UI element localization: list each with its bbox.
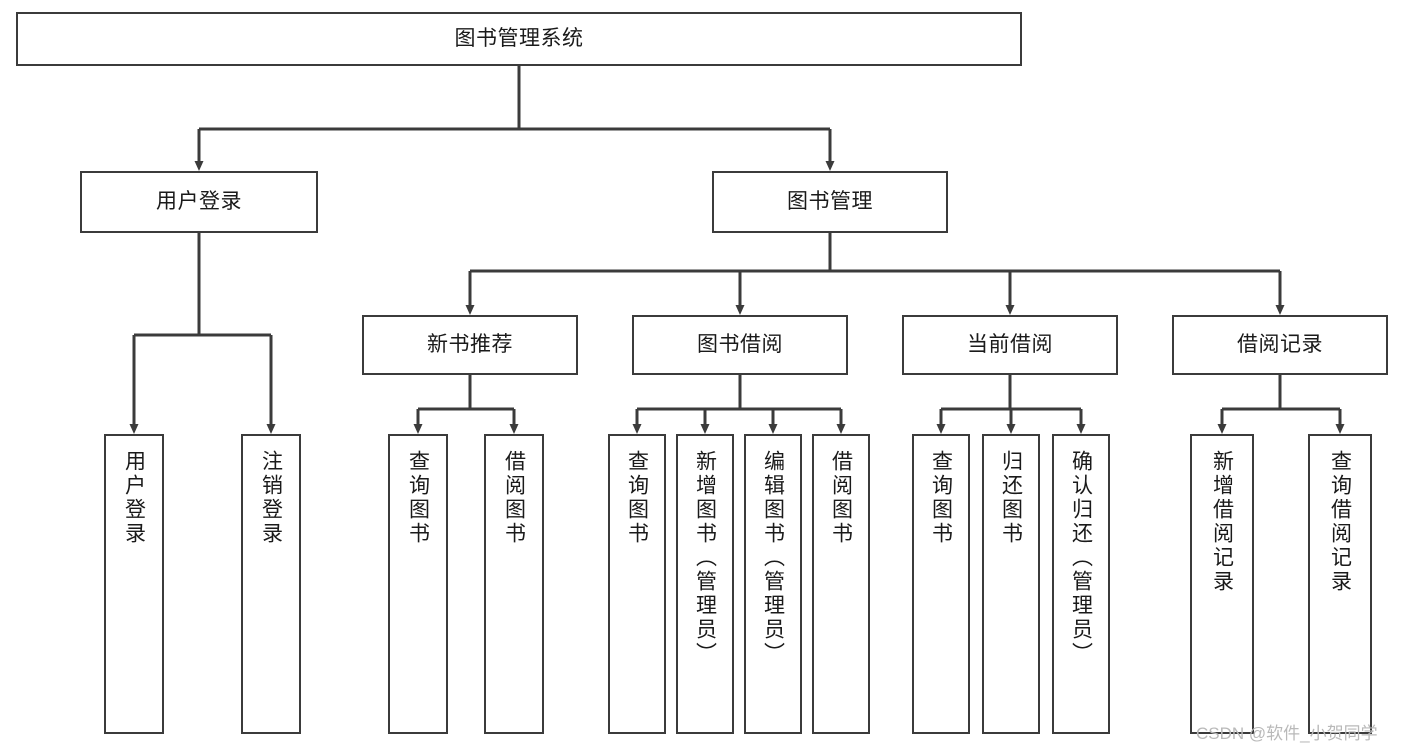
- node-leaf-query-book-current-label: 查询图书: [929, 450, 953, 546]
- node-leaf-query-book-recommend-label: 查询图书: [406, 450, 430, 546]
- node-book-management[interactable]: 图书管理: [712, 171, 948, 233]
- node-leaf-return-book-label: 归还图书: [999, 450, 1023, 546]
- node-leaf-query-book-recommend[interactable]: 查询图书: [388, 434, 448, 734]
- node-leaf-add-book-admin-label: 新增图书（管理员）: [693, 450, 717, 666]
- node-leaf-borrow-book-label: 借阅图书: [829, 450, 853, 546]
- node-leaf-add-borrow-record-label: 新增借阅记录: [1210, 450, 1234, 594]
- node-leaf-query-borrow-record[interactable]: 查询借阅记录: [1308, 434, 1372, 734]
- node-current-borrow[interactable]: 当前借阅: [902, 315, 1118, 375]
- node-leaf-user-login-label: 用户登录: [122, 450, 146, 546]
- node-leaf-query-book-borrow[interactable]: 查询图书: [608, 434, 666, 734]
- node-user-login-label: 用户登录: [156, 189, 242, 213]
- node-leaf-user-logout-label: 注销登录: [259, 450, 283, 546]
- node-book-management-label: 图书管理: [787, 189, 873, 213]
- node-user-login[interactable]: 用户登录: [80, 171, 318, 233]
- csdn-watermark: CSDN @软件_小贺同学: [1196, 724, 1378, 743]
- node-new-book-recommend[interactable]: 新书推荐: [362, 315, 578, 375]
- node-current-borrow-label: 当前借阅: [967, 332, 1053, 356]
- node-leaf-add-book-admin[interactable]: 新增图书（管理员）: [676, 434, 734, 734]
- node-root[interactable]: 图书管理系统: [16, 12, 1022, 66]
- node-leaf-confirm-return-admin-label: 确认归还（管理员）: [1069, 450, 1093, 666]
- node-book-borrow-label: 图书借阅: [697, 332, 783, 356]
- node-borrow-record[interactable]: 借阅记录: [1172, 315, 1388, 375]
- node-book-borrow[interactable]: 图书借阅: [632, 315, 848, 375]
- node-leaf-return-book[interactable]: 归还图书: [982, 434, 1040, 734]
- node-leaf-add-borrow-record[interactable]: 新增借阅记录: [1190, 434, 1254, 734]
- node-leaf-borrow-book-recommend[interactable]: 借阅图书: [484, 434, 544, 734]
- node-leaf-confirm-return-admin[interactable]: 确认归还（管理员）: [1052, 434, 1110, 734]
- node-root-label: 图书管理系统: [454, 26, 584, 50]
- node-leaf-query-book-borrow-label: 查询图书: [625, 450, 649, 546]
- node-leaf-borrow-book-recommend-label: 借阅图书: [502, 450, 526, 546]
- node-new-book-recommend-label: 新书推荐: [427, 332, 513, 356]
- node-borrow-record-label: 借阅记录: [1237, 332, 1323, 356]
- node-leaf-query-book-current[interactable]: 查询图书: [912, 434, 970, 734]
- node-leaf-user-login[interactable]: 用户登录: [104, 434, 164, 734]
- node-leaf-query-borrow-record-label: 查询借阅记录: [1328, 450, 1352, 594]
- node-leaf-edit-book-admin-label: 编辑图书（管理员）: [761, 450, 785, 666]
- node-leaf-borrow-book[interactable]: 借阅图书: [812, 434, 870, 734]
- node-leaf-user-logout[interactable]: 注销登录: [241, 434, 301, 734]
- node-leaf-edit-book-admin[interactable]: 编辑图书（管理员）: [744, 434, 802, 734]
